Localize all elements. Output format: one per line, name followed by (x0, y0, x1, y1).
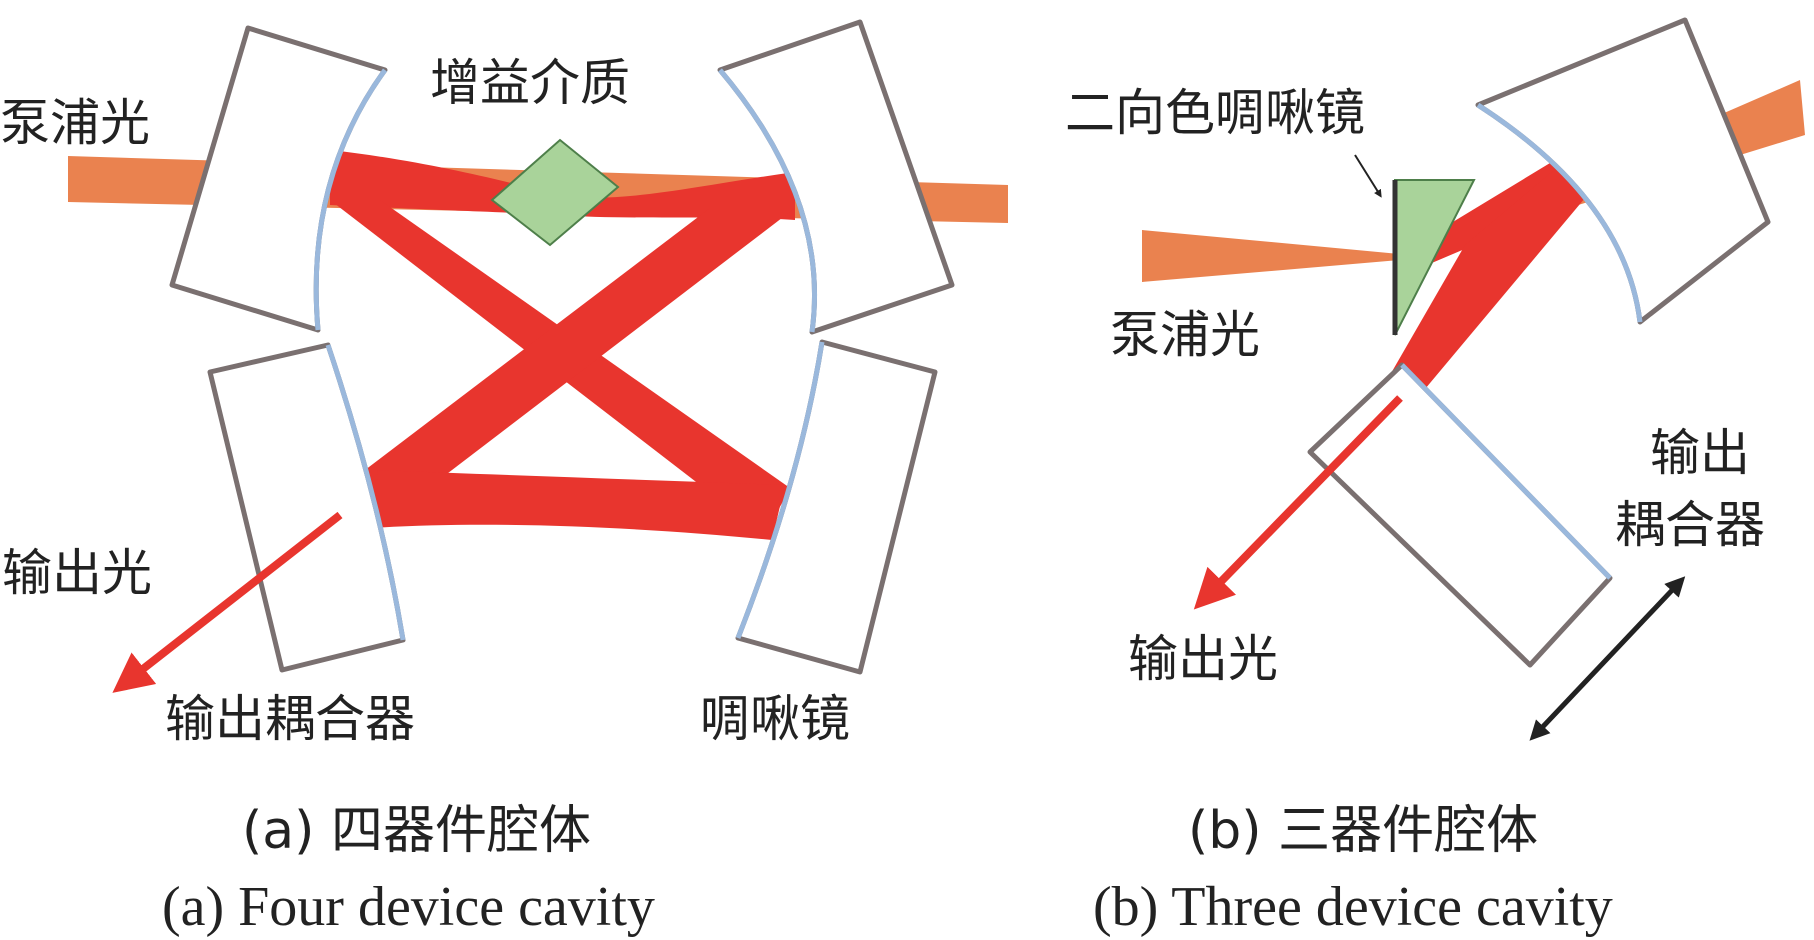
output-coupler-b (1307, 362, 1613, 668)
mirror-top-right (717, 19, 955, 335)
output-arrow-b (1193, 395, 1403, 610)
gain-medium (490, 138, 620, 247)
pump-label-a: 泵浦光 (0, 94, 150, 152)
output-light-label-b: 输出光 (1128, 630, 1278, 688)
pump-beam-b (1142, 80, 1805, 282)
output-coupler-a (207, 342, 406, 673)
caption-en-b: (b) Three device cavity (1093, 876, 1613, 938)
dichroic-leader-arrow (1354, 154, 1382, 198)
laser-beam-b (1390, 160, 1585, 395)
laser-beam-a (330, 150, 795, 540)
output-arrow-a (112, 511, 343, 693)
gain-medium-label: 增益介质 (430, 54, 630, 112)
pump-label-b: 泵浦光 (1110, 306, 1260, 364)
chirped-mirror-label-a: 啁啾镜 (700, 690, 850, 748)
mirror-b (1475, 17, 1771, 325)
output-light-label-a: 输出光 (2, 544, 152, 602)
output-coupler-label-b-line1: 输出 (1650, 424, 1750, 482)
output-coupler-label-a: 输出耦合器 (165, 690, 415, 748)
panel-b: 二向色啁啾镜 泵浦光 输出 耦合器 输出光 (b) 三器件腔体 (b) Thre… (1065, 17, 1805, 938)
dichroic-label: 二向色啁啾镜 (1065, 84, 1365, 142)
output-coupler-label-b-line2: 耦合器 (1615, 496, 1765, 554)
caption-cn-b: (b) 三器件腔体 (1188, 801, 1538, 861)
chirped-mirror-a (735, 339, 938, 675)
coupler-move-arrow (1529, 576, 1686, 741)
panel-a: 泵浦光 增益介质 输出光 输出耦合器 啁啾镜 (a) 四器件腔体 (a) Fou… (0, 19, 1008, 938)
dichroic-chirped-mirror (1392, 179, 1476, 336)
caption-cn-a: (a) 四器件腔体 (242, 801, 591, 861)
caption-en-a: (a) Four device cavity (162, 876, 655, 938)
mirror-top-left (169, 25, 388, 333)
